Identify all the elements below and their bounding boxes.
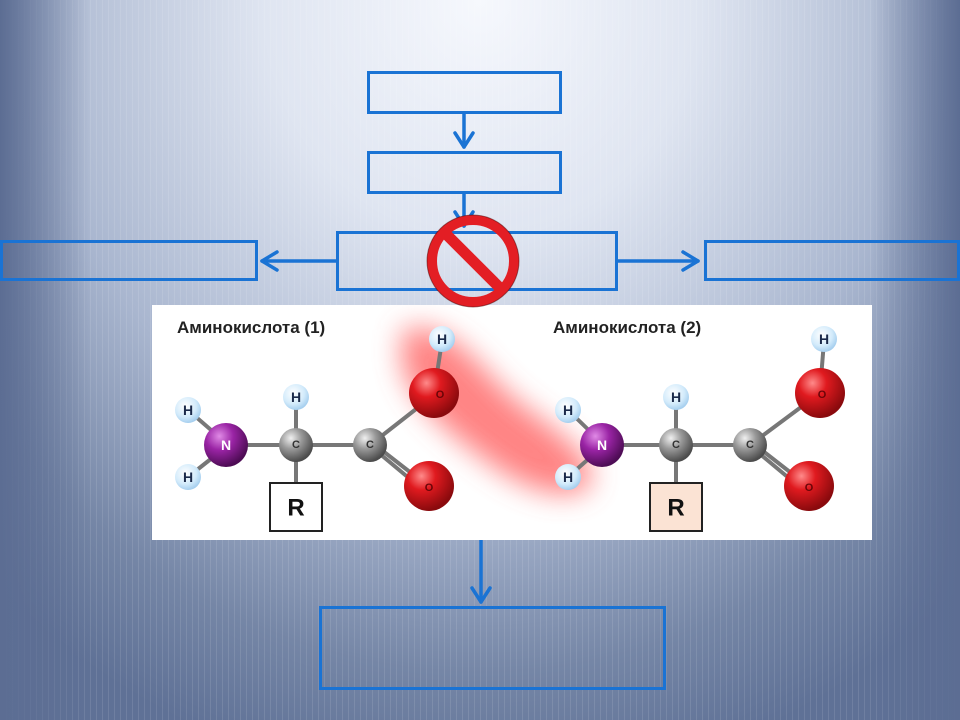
carbon-atom xyxy=(659,428,693,462)
r-group-box xyxy=(269,482,323,532)
atom-label: C xyxy=(672,439,680,451)
atom-label: O xyxy=(436,389,445,401)
flow-box-bottom xyxy=(319,606,666,690)
molecule-2-title: Аминокислота (2) xyxy=(553,318,702,337)
flow-box-left xyxy=(0,240,258,281)
oxygen-atom xyxy=(409,368,459,418)
hydrogen-atom xyxy=(811,326,837,352)
prohibited-sign-icon xyxy=(426,214,520,308)
atom-label: H xyxy=(563,469,573,485)
atom-label: H xyxy=(183,402,193,418)
background-edge-right xyxy=(870,0,960,720)
flow-box-right xyxy=(704,240,960,281)
atom-label: H xyxy=(819,331,829,347)
nitrogen-atom xyxy=(580,423,624,467)
nitrogen-atom xyxy=(204,423,248,467)
arrow-down-icon xyxy=(453,112,475,149)
hydrogen-atom xyxy=(283,384,309,410)
hydrogen-atom xyxy=(663,384,689,410)
oxygen-atom xyxy=(784,461,834,511)
carbon-atom xyxy=(733,428,767,462)
carbon-atom xyxy=(279,428,313,462)
water-elimination-highlight xyxy=(402,327,592,495)
amino-acid-panel: H H H H N C C O O R xyxy=(152,305,872,540)
r-group-label: R xyxy=(287,495,304,522)
hydrogen-atom xyxy=(175,464,201,490)
molecule-1-title: Аминокислота (1) xyxy=(177,318,326,337)
amino-acid-1: H H H H N C C O O R xyxy=(175,326,459,532)
atom-label: H xyxy=(671,389,681,405)
hydrogen-atom xyxy=(555,464,581,490)
hydrogen-atom xyxy=(429,326,455,352)
arrow-down-icon xyxy=(470,538,492,604)
arrow-left-icon xyxy=(260,250,338,272)
oxygen-atom xyxy=(795,368,845,418)
atom-label: C xyxy=(292,439,300,451)
arrow-right-icon xyxy=(616,250,700,272)
hydrogen-atom xyxy=(175,397,201,423)
atom-label: C xyxy=(366,439,374,451)
atom-label: H xyxy=(563,402,573,418)
atom-label: H xyxy=(291,389,301,405)
carbon-atom xyxy=(353,428,387,462)
atom-label: H xyxy=(183,469,193,485)
hydrogen-atom xyxy=(555,397,581,423)
r-group-box xyxy=(649,482,703,532)
atom-label: C xyxy=(746,439,754,451)
atom-label: O xyxy=(425,482,434,494)
background-edge-left xyxy=(0,0,90,720)
oxygen-atom xyxy=(404,461,454,511)
r-group-label: R xyxy=(667,495,684,522)
atom-label: O xyxy=(805,482,814,494)
atom-label: O xyxy=(818,389,827,401)
atom-label: N xyxy=(221,437,231,453)
atom-label: N xyxy=(597,437,607,453)
atom-label: H xyxy=(437,331,447,347)
amino-acid-2: H H H H N C C O O R xyxy=(555,326,845,532)
